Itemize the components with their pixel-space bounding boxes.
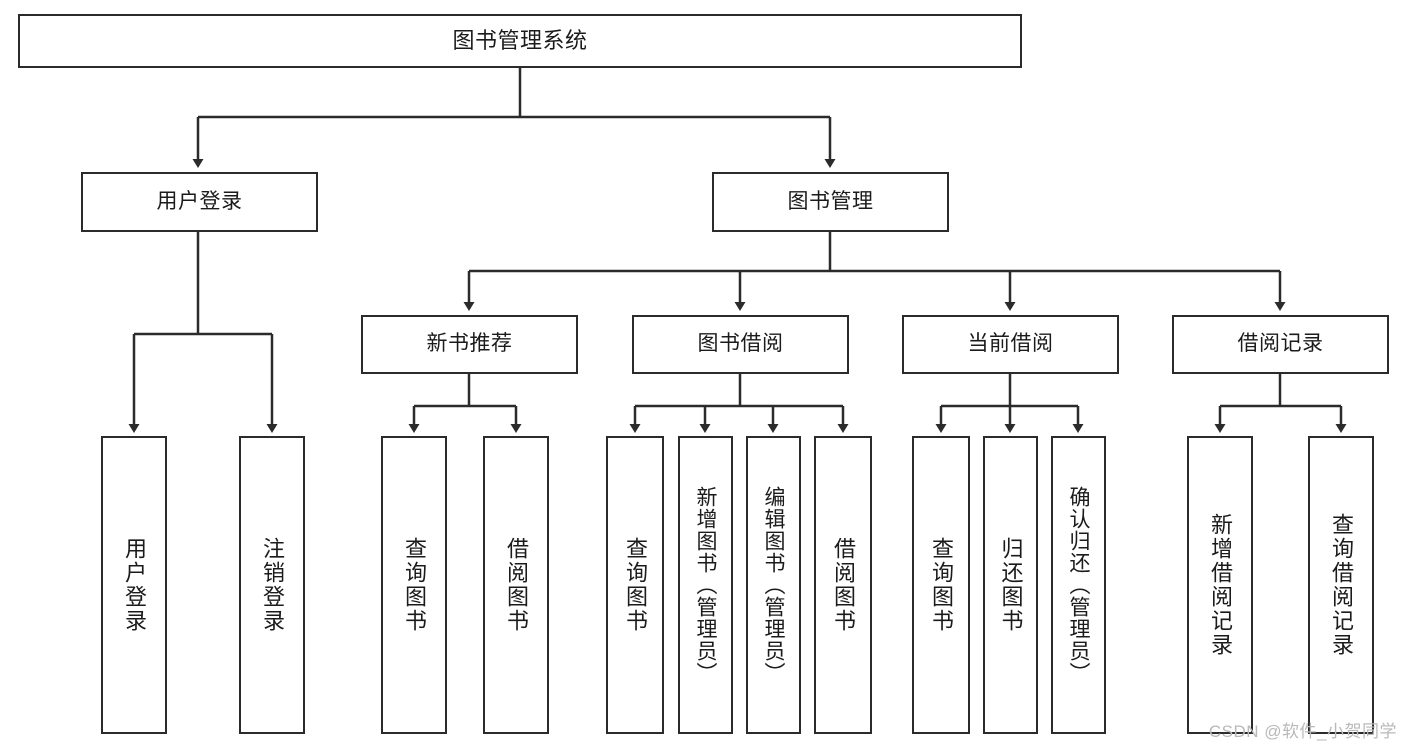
node-label: 查询图书 [402, 537, 427, 633]
node-borrow-record[interactable]: 借阅记录 [1172, 315, 1389, 374]
node-book-borrow[interactable]: 图书借阅 [632, 315, 849, 374]
node-book-manage[interactable]: 图书管理 [712, 172, 949, 232]
node-leaf-query-borrow-record[interactable]: 查询借阅记录 [1308, 436, 1374, 734]
watermark-text: CSDN @软件_小贺同学 [1208, 722, 1397, 741]
node-leaf-confirm-return-admin[interactable]: 确认归还（管理员） [1051, 436, 1106, 734]
node-label: 新书推荐 [426, 332, 513, 356]
node-current-borrow[interactable]: 当前借阅 [902, 315, 1119, 374]
node-label: 借阅图书 [831, 537, 856, 633]
node-leaf-borrow-book[interactable]: 借阅图书 [814, 436, 872, 734]
node-label: 编辑图书（管理员） [762, 486, 785, 684]
node-label: 用户登录 [122, 537, 147, 633]
node-label: 查询借阅记录 [1329, 513, 1354, 657]
node-leaf-logout[interactable]: 注销登录 [239, 436, 305, 734]
node-label: 确认归还（管理员） [1067, 486, 1090, 684]
node-label: 新增图书（管理员） [694, 486, 717, 684]
node-leaf-borrow-book-recommend[interactable]: 借阅图书 [483, 436, 549, 734]
node-leaf-query-book-recommend[interactable]: 查询图书 [381, 436, 447, 734]
node-leaf-add-book-admin[interactable]: 新增图书（管理员） [678, 436, 733, 734]
node-label: 借阅记录 [1237, 332, 1324, 356]
node-label: 图书管理 [787, 189, 874, 213]
node-leaf-add-borrow-record[interactable]: 新增借阅记录 [1187, 436, 1253, 734]
node-leaf-return-book[interactable]: 归还图书 [983, 436, 1038, 734]
node-label: 借阅图书 [504, 537, 529, 633]
node-label: 注销登录 [260, 537, 285, 633]
node-label: 用户登录 [156, 189, 243, 213]
node-label: 查询图书 [929, 537, 954, 633]
node-label: 查询图书 [623, 537, 648, 633]
node-leaf-edit-book-admin[interactable]: 编辑图书（管理员） [746, 436, 801, 734]
node-label: 新增借阅记录 [1208, 513, 1233, 657]
node-label: 归还图书 [998, 537, 1024, 633]
node-label: 图书借阅 [697, 332, 784, 356]
node-user-login[interactable]: 用户登录 [81, 172, 318, 232]
node-label: 图书管理系统 [452, 28, 588, 54]
node-label: 当前借阅 [967, 332, 1054, 356]
node-leaf-query-book-current[interactable]: 查询图书 [912, 436, 970, 734]
node-leaf-user-login[interactable]: 用户登录 [101, 436, 167, 734]
node-new-book-recommend[interactable]: 新书推荐 [361, 315, 578, 374]
node-leaf-query-book-borrow[interactable]: 查询图书 [606, 436, 664, 734]
node-root-system[interactable]: 图书管理系统 [18, 14, 1022, 68]
